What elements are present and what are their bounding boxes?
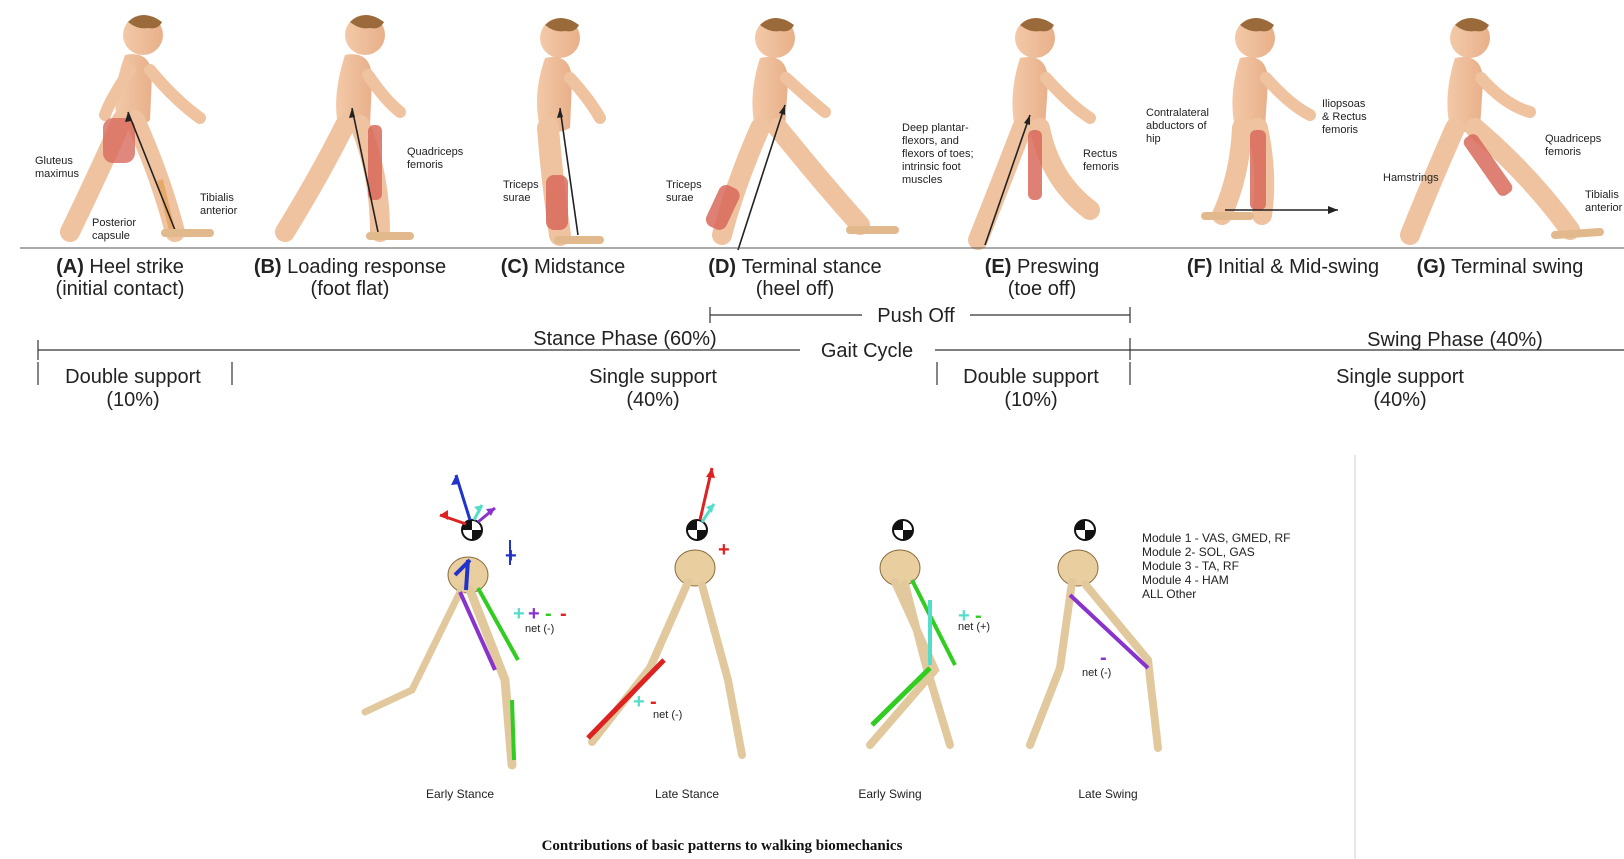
push-off-label: Push Off [877, 305, 955, 327]
gait-cycle-label: Gait Cycle [821, 340, 913, 362]
phase-title: (C) Midstance [501, 256, 625, 278]
phase-name: Terminal stance [742, 256, 882, 278]
phase-letter: (D) [708, 256, 741, 278]
legend-entry: Module 2- SOL, GAS [1142, 545, 1255, 559]
figure-d-illustration [703, 18, 895, 250]
support-label: Single support [589, 366, 717, 388]
plus-sign: + [528, 603, 540, 625]
support-label: Double support [963, 366, 1099, 388]
phase-letter: (G) [1417, 256, 1451, 278]
phase-name: Heel strike [89, 256, 183, 278]
phase-title: (D) Terminal stance [708, 256, 881, 278]
skeleton-late-swing: - [1030, 520, 1158, 748]
support-percent: (10%) [106, 389, 159, 411]
net-label: net (+) [958, 621, 990, 633]
legend-entry: Module 4 - HAM [1142, 573, 1229, 587]
minus-sign: - [545, 603, 552, 625]
minus-sign: - [560, 603, 567, 625]
support-label: Double support [65, 366, 201, 388]
legend-entry: Module 3 - TA, RF [1142, 559, 1239, 573]
phase-subtitle: (foot flat) [311, 278, 390, 300]
legend-entry: Module 1 - VAS, GMED, RF [1142, 531, 1290, 545]
support-labels: Double support(10%)Single support(40%)Do… [65, 366, 1464, 411]
figure-e-illustration [978, 18, 1090, 245]
label-hamstrings: Hamstrings [1383, 172, 1439, 184]
phase-labels: (A) Heel strike(initial contact) (B) Load… [56, 256, 1584, 300]
phase-name: Initial & Mid-swing [1218, 256, 1379, 278]
phase-title: (F) Initial & Mid-swing [1187, 256, 1379, 278]
phase-letter: (A) [56, 256, 89, 278]
support-percent: (10%) [1004, 389, 1057, 411]
stance-phase-label: Stance Phase (60%) [533, 328, 716, 350]
figure-f-illustration [1205, 18, 1338, 216]
phase-title: (E) Preswing [985, 256, 1099, 278]
walking-figures [70, 15, 1600, 250]
phase-letter: (C) [501, 256, 534, 278]
phase-title: (B) Loading response [254, 256, 446, 278]
push-off-bracket: Push Off [710, 305, 1130, 327]
phase-name: Preswing [1017, 256, 1099, 278]
support-percent: (40%) [1373, 389, 1426, 411]
phase-letter: (F) [1187, 256, 1218, 278]
phase-subtitle: (heel off) [756, 278, 835, 300]
plus-sign: + [513, 603, 525, 625]
pose-label: Late Stance [655, 787, 719, 801]
phase-title: (A) Heel strike [56, 256, 184, 278]
figure-c-illustration [537, 18, 600, 240]
gait-cycle-bar: Stance Phase (60%) Gait Cycle Swing Phas… [38, 328, 1624, 362]
phase-subtitle: (toe off) [1008, 278, 1077, 300]
phase-letter: (E) [985, 256, 1017, 278]
plus-sign: + [633, 691, 645, 713]
net-label: net (-) [653, 709, 682, 721]
phase-subtitle: (initial contact) [56, 278, 185, 300]
plus-sign: + [718, 539, 730, 561]
swing-phase-label: Swing Phase (40%) [1367, 329, 1543, 351]
net-label: net (-) [525, 623, 554, 635]
figure-b-illustration [285, 15, 410, 236]
phase-name: Midstance [534, 256, 625, 278]
minus-sign: - [1100, 647, 1107, 669]
phase-letter: (B) [254, 256, 287, 278]
skeleton-early-stance: + + + - - [365, 475, 567, 765]
phase-name: Loading response [287, 256, 446, 278]
figure-a-illustration [70, 15, 210, 233]
bottom-text: Early Stance Late Stance Early Swing Late S… [426, 531, 1291, 854]
plus-sign: + [505, 545, 517, 567]
pose-label: Early Swing [858, 787, 921, 801]
net-label: net (-) [1082, 667, 1111, 679]
pose-label: Early Stance [426, 787, 494, 801]
legend-entry: ALL Other [1142, 587, 1196, 601]
pose-label: Late Swing [1078, 787, 1137, 801]
support-label: Single support [1336, 366, 1464, 388]
support-percent: (40%) [626, 389, 679, 411]
figure-g-illustration [1410, 18, 1600, 235]
figure-caption: Contributions of basic patterns to walki… [542, 838, 903, 854]
phase-name: Terminal swing [1451, 256, 1583, 278]
phase-title: (G) Terminal swing [1417, 256, 1584, 278]
